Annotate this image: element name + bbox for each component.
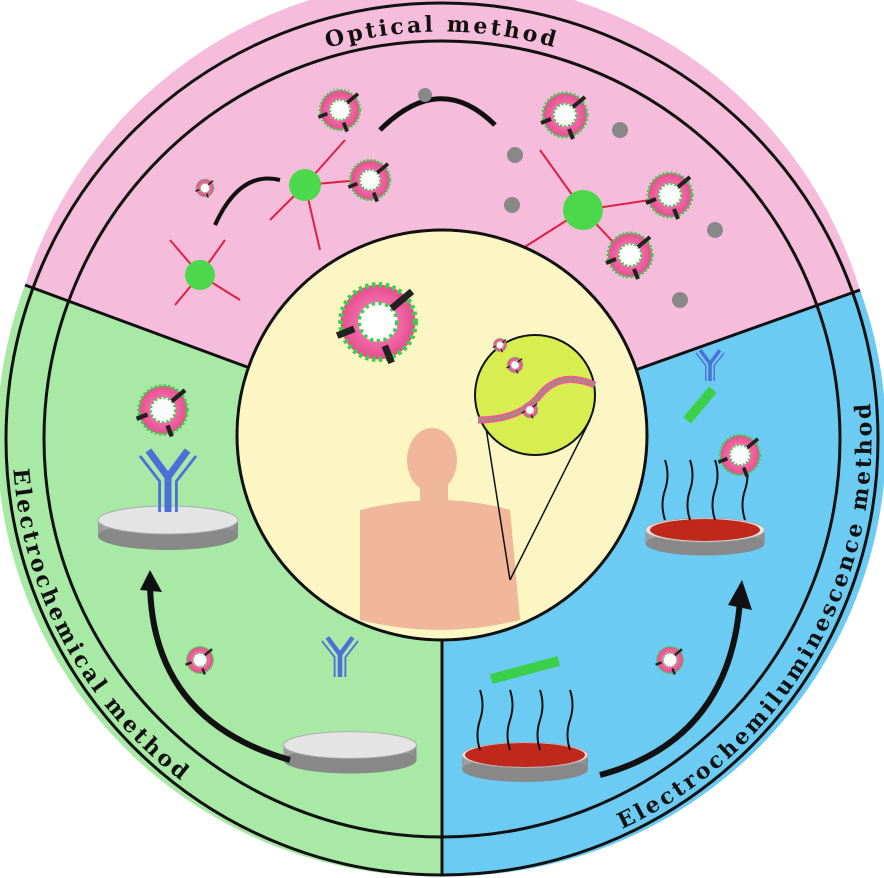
nanoparticle bbox=[289, 169, 321, 201]
nanoparticle bbox=[185, 260, 215, 290]
ecl-illustration bbox=[461, 348, 765, 783]
sector-optical bbox=[25, 0, 860, 439]
magnified-inset bbox=[474, 334, 597, 456]
optical-illustration bbox=[169, 88, 723, 308]
nanoparticle bbox=[563, 190, 603, 230]
electrochemical-illustration bbox=[97, 386, 417, 774]
human-body-icon bbox=[360, 428, 520, 630]
center-panel bbox=[235, 228, 649, 642]
